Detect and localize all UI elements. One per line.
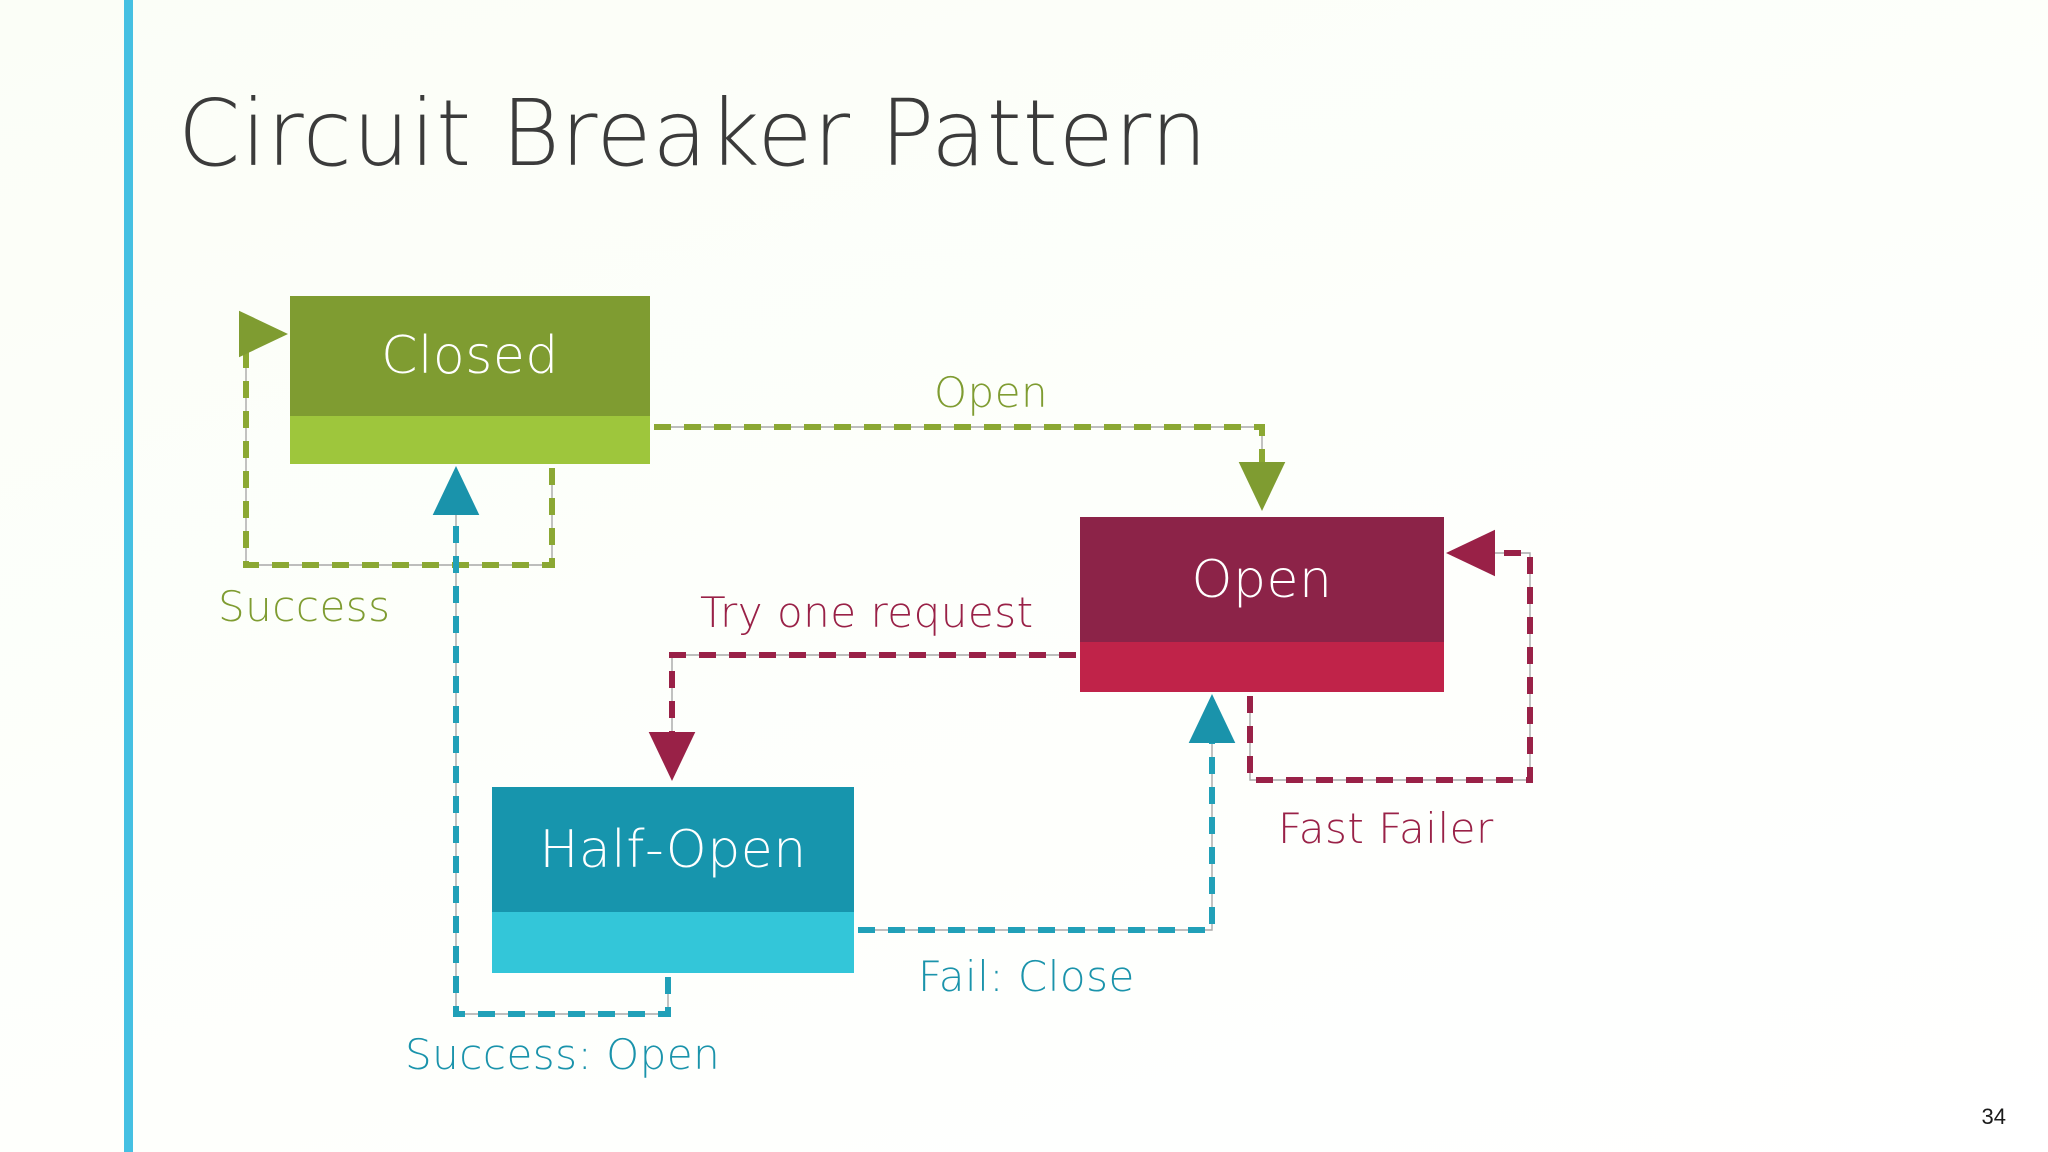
transition-label-open-self: Fast Failer <box>1278 804 1494 853</box>
state-node-open[interactable]: Open <box>1080 517 1444 692</box>
state-node-open-footer <box>1080 642 1444 692</box>
left-accent-bar <box>124 0 133 1152</box>
page-title: Circuit Breaker Pattern <box>178 80 1209 187</box>
transition-open-to-half-open <box>648 652 1076 782</box>
state-node-closed-header: Closed <box>290 296 650 416</box>
state-node-closed-footer <box>290 416 650 464</box>
state-node-open-header: Open <box>1080 517 1444 642</box>
state-node-half-open-header: Half-Open <box>492 787 854 912</box>
transition-half-open-to-open <box>858 693 1236 933</box>
transition-closed-to-open <box>654 424 1286 512</box>
transition-label-half-open-to-closed: Success: Open <box>405 1030 721 1079</box>
state-node-open-label: Open <box>1191 549 1333 610</box>
state-node-half-open-label: Half-Open <box>539 819 807 880</box>
state-node-half-open-footer <box>492 912 854 973</box>
slide-page-number: 34 <box>1981 1104 2006 1129</box>
transition-label-half-open-to-open: Fail: Close <box>918 952 1135 1001</box>
state-node-closed[interactable]: Closed <box>290 296 650 464</box>
transition-label-open-to-half-open: Try one request <box>700 588 1034 637</box>
state-node-half-open[interactable]: Half-Open <box>492 787 854 973</box>
state-node-closed-label: Closed <box>381 326 559 386</box>
transition-label-closed-self: Success <box>218 582 391 631</box>
transition-label-closed-to-open: Open <box>934 368 1049 417</box>
